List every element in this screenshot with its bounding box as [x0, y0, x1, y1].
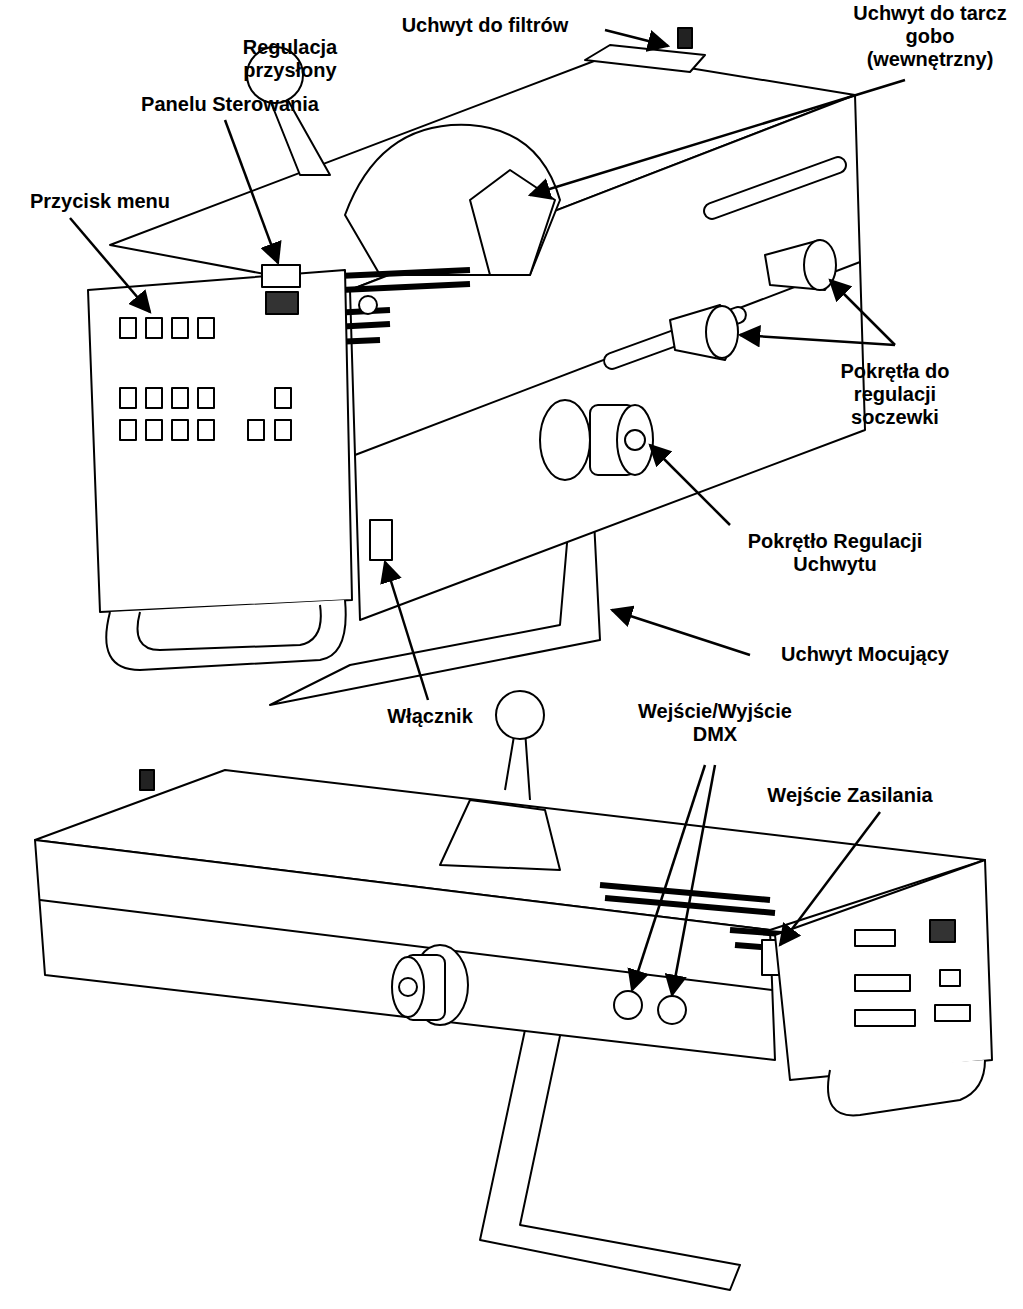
- bottom-fixture: [35, 691, 992, 1290]
- part-label: Przycisk menu: [5, 190, 195, 213]
- panel-buttons: [855, 920, 970, 1026]
- part-label: Wejście Zasilania: [735, 784, 965, 807]
- part-label: Regulacja przysłony: [225, 36, 355, 82]
- part-label: Pokrętło Regulacji Uchwytu: [715, 530, 955, 576]
- part-label: Włącznik: [370, 705, 490, 728]
- part-label: Panelu Sterowania: [110, 93, 350, 116]
- part-label: Pokrętła do regulacji soczewki: [820, 360, 970, 429]
- panel-buttons: [120, 292, 298, 440]
- part-label: Uchwyt Mocujący: [745, 643, 985, 666]
- top-fixture: [88, 28, 865, 705]
- part-label: Uchwyt do tarcz gobo (wewnętrzny): [845, 2, 1015, 71]
- leader-arrows: [70, 30, 905, 995]
- part-label: Wejście/Wyjście DMX: [625, 700, 805, 746]
- part-label: Uchwyt do filtrów: [360, 14, 610, 37]
